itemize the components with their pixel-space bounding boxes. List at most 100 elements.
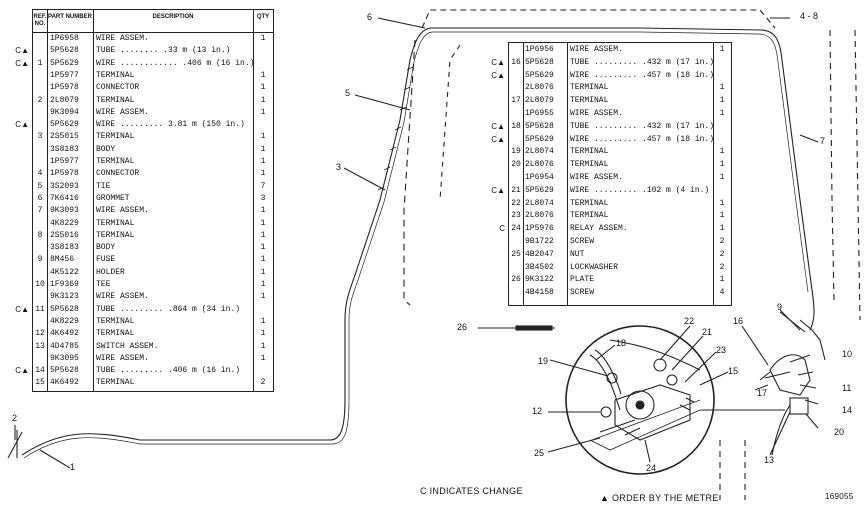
ref-number: 19 — [511, 147, 521, 157]
part-number: 4K6492 — [50, 378, 79, 388]
description: CONNECTOR — [96, 83, 140, 93]
part-number: 2L8076 — [525, 160, 554, 170]
description: SCREW — [570, 288, 595, 298]
part-number: 1P6956 — [525, 45, 554, 54]
ref-number: 17 — [511, 96, 521, 106]
quantity: 1 — [719, 160, 725, 170]
description: WIRE ......... .457 m (18 in.) — [570, 134, 715, 144]
quantity: 1 — [260, 218, 266, 228]
part-number: 1P5978 — [50, 169, 79, 179]
change-mark: C▲ — [15, 120, 29, 130]
callout-16: 16 — [733, 316, 744, 326]
metre-note: ▲ ORDER BY THE METRE — [600, 493, 719, 503]
description: CONNECTOR — [96, 169, 140, 179]
quantity: 4 — [719, 288, 725, 298]
quantity: 1 — [260, 353, 266, 363]
part-number: 3S8183 — [50, 243, 79, 253]
description: WIRE ASSEM. — [570, 173, 623, 182]
quantity: 1 — [260, 230, 266, 240]
part-number: 3B4502 — [525, 262, 554, 272]
part-number: 1P5977 — [50, 70, 79, 80]
description: TUBE ........ .33 m (13 in.) — [96, 46, 231, 56]
description: TERMINAL — [96, 132, 135, 142]
part-number: 5P5629 — [50, 120, 79, 130]
ref-number: 15 — [35, 378, 45, 388]
description: WIRE ASSEM. — [96, 107, 149, 117]
part-number: 9K3122 — [525, 275, 554, 285]
ref-number: 10 — [35, 280, 45, 289]
quantity: 1 — [260, 144, 266, 154]
quantity: 1 — [260, 316, 266, 326]
description: LOCKWASHER — [570, 262, 619, 272]
ref-number: 1 — [37, 58, 43, 68]
change-mark: C▲ — [15, 46, 29, 56]
change-mark: C▲ — [15, 304, 29, 314]
quantity: 1 — [260, 267, 266, 277]
description: BODY — [96, 144, 116, 154]
callout-7: 7 — [820, 136, 826, 146]
change-mark: C▲ — [15, 58, 29, 68]
part-number: 5P5628 — [525, 57, 554, 67]
quantity: 2 — [719, 237, 725, 246]
quantity: 1 — [719, 198, 725, 208]
quantity: 7 — [260, 181, 266, 191]
callout-11: 11 — [842, 383, 852, 393]
part-number: 9B1722 — [525, 237, 554, 246]
part-number: 5P5629 — [525, 134, 554, 144]
ref-number: 5 — [37, 181, 43, 191]
ref-number: 23 — [511, 211, 521, 221]
description: WIRE ............ .406 m (16 in.) — [96, 58, 255, 68]
description: WIRE ASSEM. — [96, 206, 149, 216]
description: TERMINAL — [570, 96, 609, 106]
part-number: 5P5628 — [50, 366, 79, 376]
quantity: 1 — [260, 255, 266, 265]
callout-2: 2 — [12, 413, 18, 423]
description: TERMINAL — [96, 95, 135, 105]
ref-number: 21 — [511, 185, 521, 195]
callout-15: 15 — [728, 366, 739, 376]
ref-number: 2 — [37, 95, 43, 105]
part-number: 5P5629 — [525, 185, 554, 195]
quantity: 1 — [719, 211, 725, 221]
description: WIRE ASSEM. — [96, 34, 149, 43]
quantity: 1 — [719, 96, 725, 106]
part-number: 3S2093 — [50, 181, 79, 191]
description: SCREW — [570, 237, 595, 246]
part-number: 5P5628 — [50, 304, 79, 314]
callout-23: 23 — [716, 345, 727, 355]
description: TERMINAL — [96, 230, 135, 240]
callout-14: 13 — [764, 455, 775, 465]
part-number: 4D4785 — [50, 341, 79, 351]
description: RELAY ASSEM. — [570, 224, 628, 234]
description: WIRE ASSEM. — [96, 292, 149, 302]
description: TEE — [96, 280, 111, 289]
quantity: 1 — [719, 173, 725, 182]
part-number: 4K8229 — [50, 316, 79, 326]
description: TERMINAL — [96, 378, 135, 388]
header-description: DESCRIPTION — [152, 14, 194, 20]
description: WIRE ASSEM. — [570, 109, 623, 118]
figure-number: 169055 — [825, 492, 854, 501]
ref-number: 25 — [511, 249, 521, 259]
callout-4-8: 4 - 8 — [800, 11, 819, 21]
callout-26: 26 — [457, 322, 468, 332]
quantity: 1 — [260, 329, 266, 339]
